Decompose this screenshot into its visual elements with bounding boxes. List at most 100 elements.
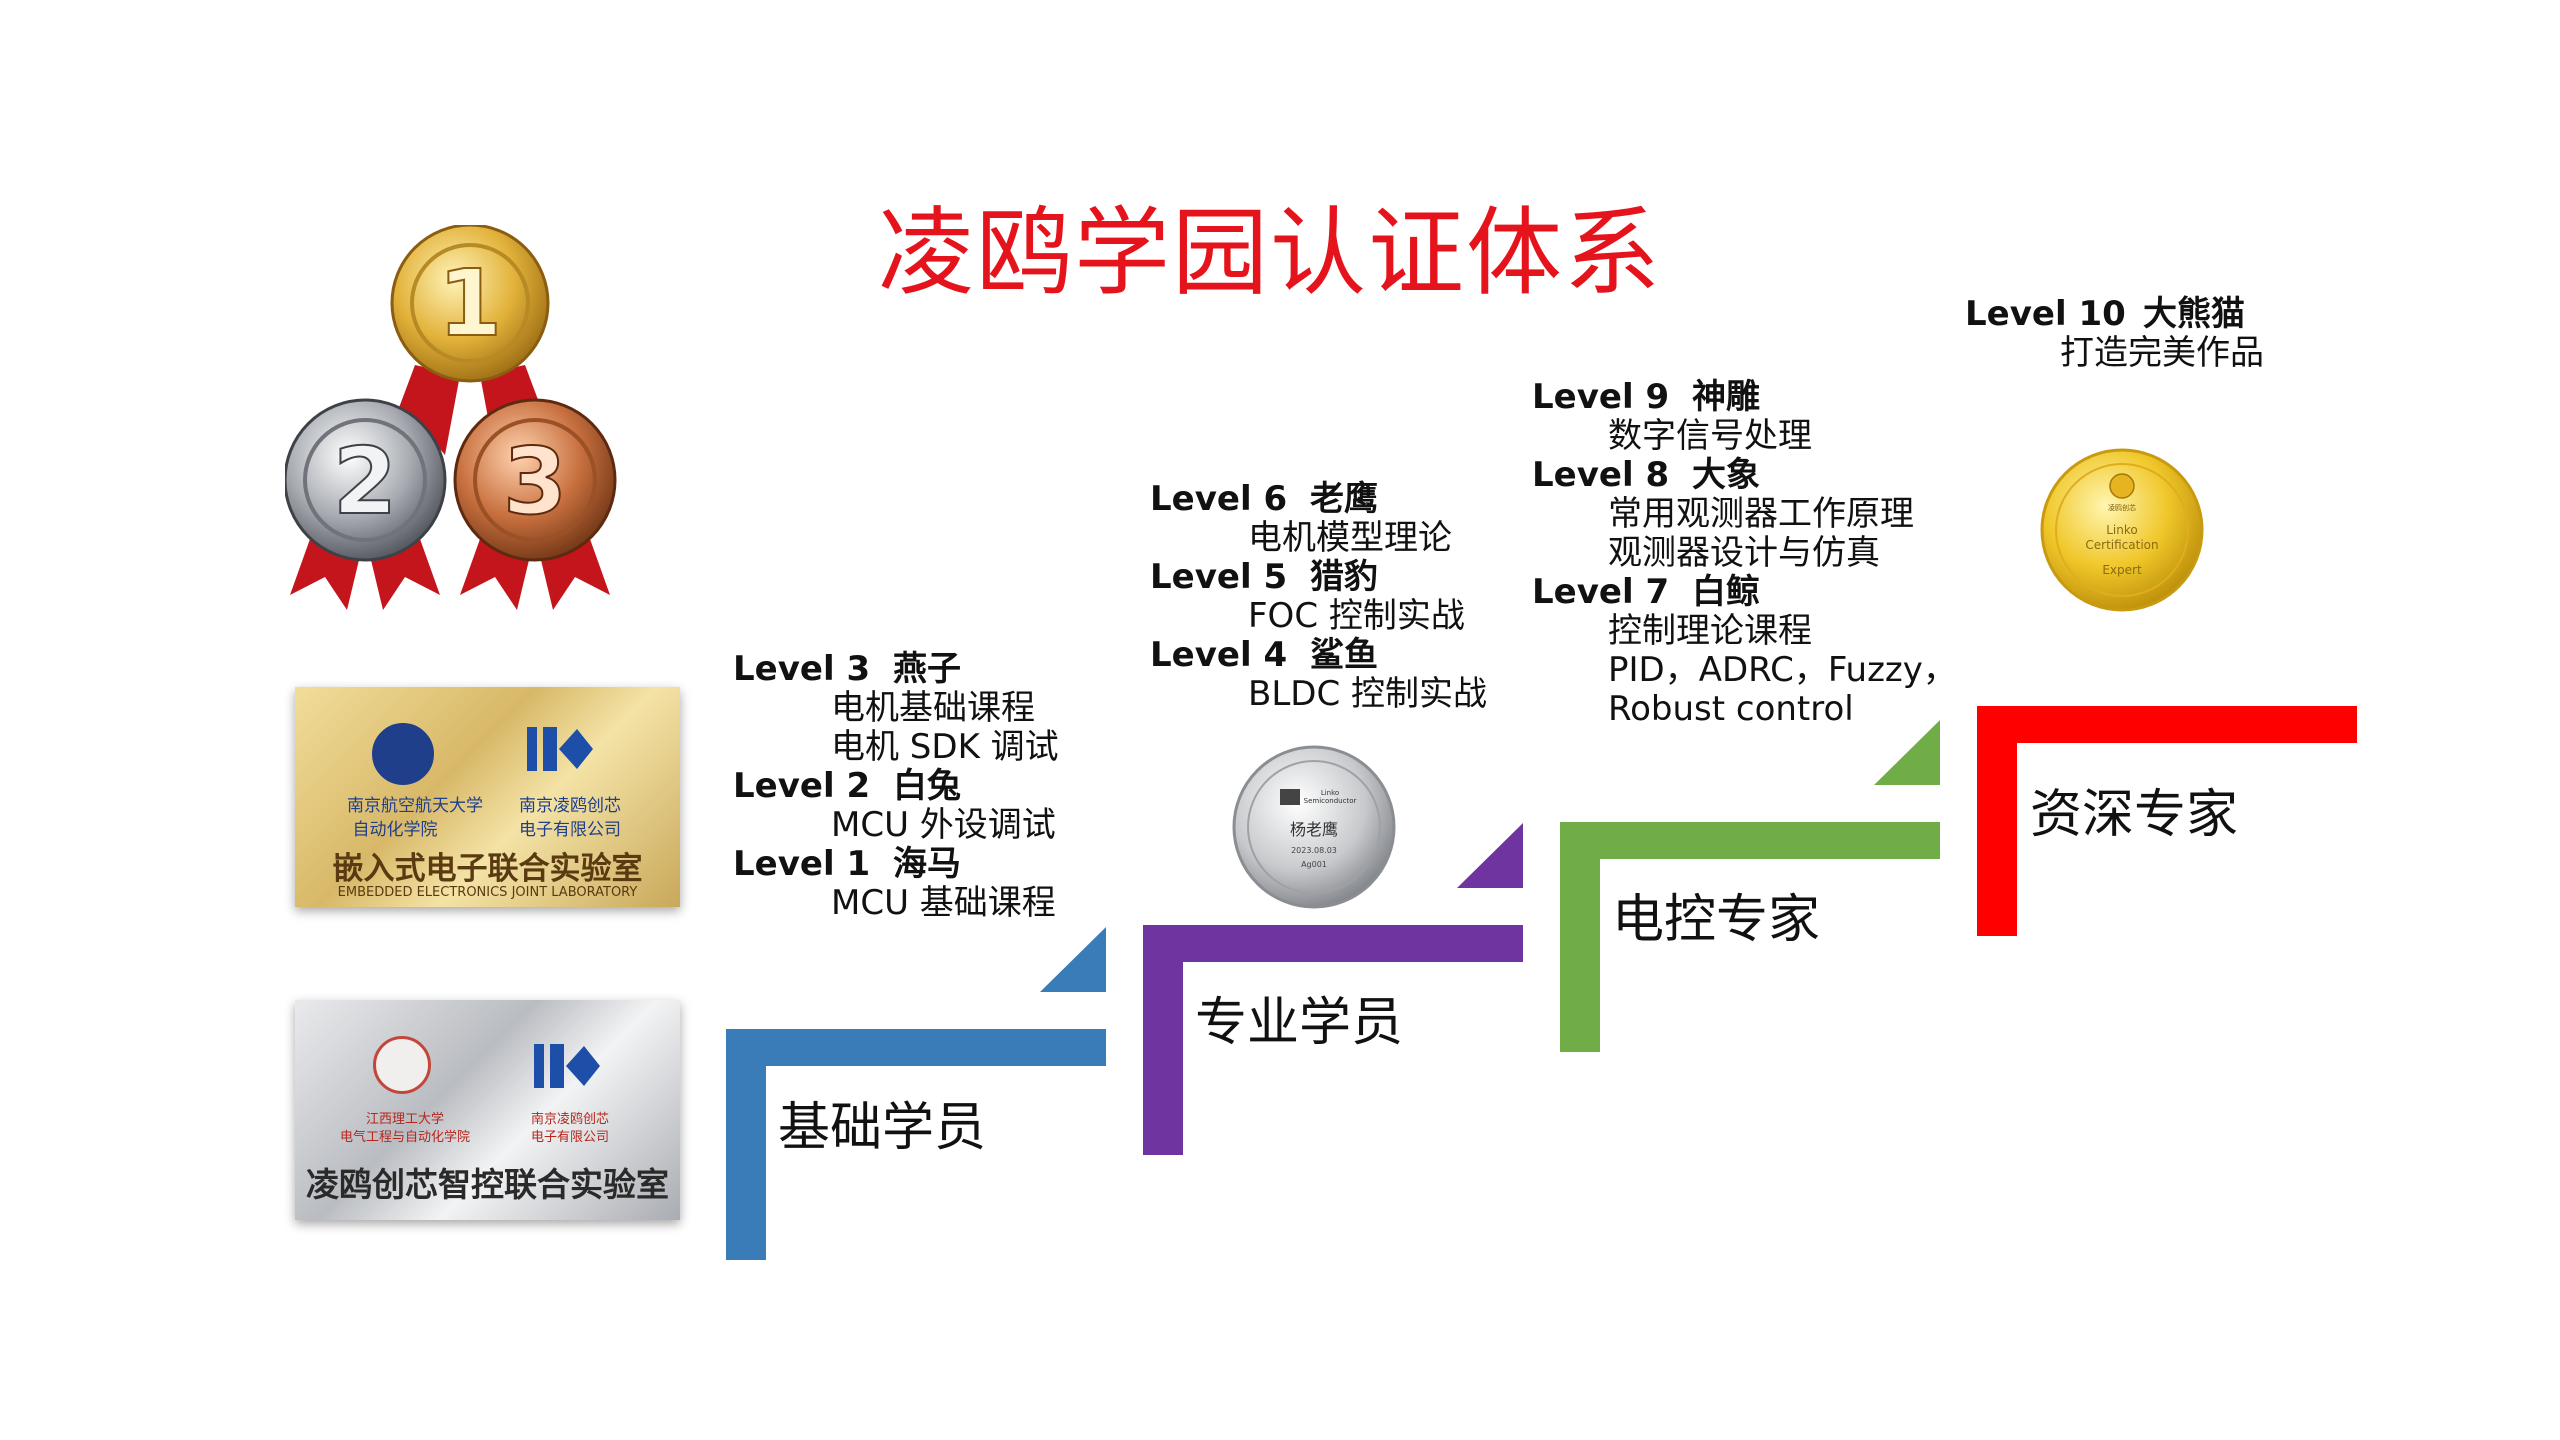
gold-medal: 1 [390, 225, 550, 383]
level-2-desc-1: MCU 外设调试 [831, 805, 1056, 845]
gold-badge-line-1: Linko [2106, 523, 2138, 537]
nuaa-logo-icon [372, 723, 434, 785]
level-1-id: Level 1 [733, 844, 871, 884]
level-7-desc-3: Robust control [1608, 689, 1854, 729]
stage-4-step [1977, 706, 2357, 936]
level-6-id: Level 6 [1150, 479, 1288, 519]
level-group-senior-expert: Level 10 大熊猫 打造完美作品 [1965, 295, 2264, 373]
level-group-professional: Level 6 老鹰 电机模型理论 Level 5 猎豹 FOC 控制实战 Leve… [1150, 480, 1487, 714]
stage-3-step [1560, 720, 1940, 1052]
level-1-row: Level 1 海马 [733, 845, 1059, 884]
level-8-name: 大象 [1692, 455, 1760, 495]
right-org-line-1: 南京凌鸥创芯 [519, 796, 621, 816]
level-8-id: Level 8 [1532, 455, 1670, 495]
stage-3-arrow-tip [1874, 720, 1940, 785]
stage-2-step-post [1143, 925, 1183, 1155]
medals-graphic: 1 2 3 [285, 225, 617, 610]
level-group-control-expert: Level 9 神雕 数字信号处理 Level 8 大象 常用观测器工作原理 观测器… [1532, 378, 1957, 729]
level-10-row: Level 10 大熊猫 [1965, 295, 2264, 334]
level-4-name: 鲨鱼 [1310, 635, 1378, 675]
level-3-row: Level 3 燕子 [733, 650, 1059, 689]
level-2-id: Level 2 [733, 766, 871, 806]
gold-plaque-subtitle: EMBEDDED ELECTRONICS JOINT LABORATORY [337, 885, 638, 900]
silver-left-org-line-1: 江西理工大学 [365, 1112, 444, 1127]
bronze-medal: 3 [453, 398, 617, 562]
level-7-desc-1: 控制理论课程 [1608, 611, 1812, 651]
silver-badge-brand-2: Semiconductor [1304, 797, 1357, 805]
level-2-name: 白兔 [893, 766, 961, 806]
silver-lab-plaque: 江西理工大学 电气工程与自动化学院 南京凌鸥创芯 电子有限公司 凌鸥创芯智控联合… [295, 1000, 680, 1220]
level-4-row: Level 4 鲨鱼 [1150, 636, 1487, 675]
stage-4-step-post [1977, 706, 2017, 936]
level-8-desc-2: 观测器设计与仿真 [1608, 533, 1880, 573]
linko-logo-icon [523, 723, 595, 775]
medal-3-number: 3 [503, 428, 567, 535]
level-10-id: Level 10 [1965, 294, 2126, 334]
gold-badge-line-3: Expert [2102, 563, 2142, 577]
level-5-id: Level 5 [1150, 557, 1288, 597]
medal-1-number: 1 [438, 250, 502, 357]
level-1-desc-1: MCU 基础课程 [831, 883, 1056, 923]
level-2-row: Level 2 白兔 [733, 767, 1059, 806]
silver-certification-badge: Linko Semiconductor 杨老鹰 2023.08.03 Ag001 [1232, 745, 1396, 909]
silver-medal: 2 [285, 398, 447, 562]
level-7-row: Level 7 白鲸 [1532, 573, 1957, 612]
stage-3-label: 电控专家 [1612, 890, 1821, 950]
level-6-desc-1: 电机模型理论 [1248, 518, 1452, 558]
stage-1-step [726, 927, 1106, 1260]
stage-1-label: 基础学员 [778, 1098, 987, 1158]
level-3-id: Level 3 [733, 649, 871, 689]
stage-1-step-post [726, 1029, 766, 1260]
level-9-id: Level 9 [1532, 377, 1670, 417]
gold-lab-plaque: 南京航空航天大学 自动化学院 南京凌鸥创芯 电子有限公司 嵌入式电子联合实验室 … [295, 687, 680, 907]
level-10-name: 大熊猫 [2143, 294, 2245, 334]
stage-2-arrow-tip [1457, 823, 1523, 888]
page-title: 凌鸥学园认证体系 [878, 197, 1662, 309]
gold-badge-line-2: Certification [2085, 538, 2158, 552]
level-8-row: Level 8 大象 [1532, 456, 1957, 495]
level-7-id: Level 7 [1532, 572, 1670, 612]
silver-badge-code: Ag001 [1301, 860, 1327, 869]
silver-right-org-line-2: 电子有限公司 [530, 1130, 609, 1145]
level-6-row: Level 6 老鹰 [1150, 480, 1487, 519]
right-org-line-2: 电子有限公司 [519, 820, 621, 840]
gold-badge-brand: 凌鸥创芯 [2108, 503, 2136, 512]
level-7-name: 白鲸 [1692, 572, 1760, 612]
level-6-name: 老鹰 [1310, 479, 1378, 519]
left-org-line-1: 南京航空航天大学 [347, 796, 483, 816]
stage-2-step [1143, 823, 1523, 1155]
level-5-name: 猎豹 [1310, 557, 1378, 597]
stage-1-step-top [726, 1029, 1106, 1066]
silver-left-org-line-2: 电气工程与自动化学院 [339, 1130, 470, 1145]
level-1-name: 海马 [893, 844, 961, 884]
level-group-basic: Level 3 燕子 电机基础课程 电机 SDK 调试 Level 2 白兔 MCU… [733, 650, 1059, 923]
level-8-desc-1: 常用观测器工作原理 [1608, 494, 1914, 534]
level-3-desc-1: 电机基础课程 [831, 688, 1035, 728]
silver-right-org-line-1: 南京凌鸥创芯 [530, 1112, 609, 1127]
gold-plaque-title: 嵌入式电子联合实验室 [332, 851, 643, 887]
stage-4-label: 资深专家 [2030, 785, 2239, 845]
level-9-name: 神雕 [1692, 377, 1760, 417]
level-3-name: 燕子 [893, 649, 961, 689]
level-4-id: Level 4 [1150, 635, 1288, 675]
level-3-desc-2: 电机 SDK 调试 [831, 727, 1059, 767]
silver-badge-brand-1: Linko [1321, 789, 1339, 797]
stage-3-step-post [1560, 822, 1600, 1052]
level-5-row: Level 5 猎豹 [1150, 558, 1487, 597]
level-10-desc-1: 打造完美作品 [2060, 333, 2264, 373]
stage-1-arrow-tip [1040, 927, 1106, 992]
silver-badge-logo-icon [1280, 789, 1300, 805]
jxust-logo-icon [373, 1036, 431, 1094]
stage-2-step-top [1143, 925, 1523, 962]
level-5-desc-1: FOC 控制实战 [1248, 596, 1465, 636]
level-9-row: Level 9 神雕 [1532, 378, 1957, 417]
gold-badge-logo-icon [2109, 473, 2135, 499]
level-9-desc-1: 数字信号处理 [1608, 416, 1812, 456]
stage-3-step-top [1560, 822, 1940, 859]
gold-certification-badge: 凌鸥创芯 Linko Certification Expert [2040, 448, 2204, 612]
stage-4-step-top [1977, 706, 2357, 743]
silver-badge-signature: 杨老鹰 [1290, 820, 1338, 839]
level-4-desc-1: BLDC 控制实战 [1248, 674, 1487, 714]
silver-plaque-title: 凌鸥创芯智控联合实验室 [306, 1165, 669, 1204]
